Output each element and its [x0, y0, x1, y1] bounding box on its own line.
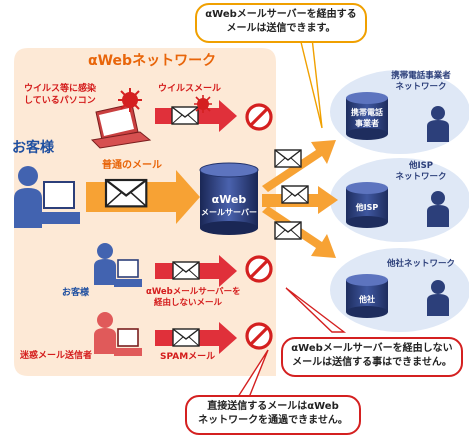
normal-mail-label: 普通のメール: [102, 160, 162, 171]
dest-isp-title-line1: 他ISP: [408, 161, 433, 171]
spammer-person-icon: [94, 312, 116, 354]
bottom-callout-line1: 直接送信するメールはαWeb: [207, 401, 339, 412]
mobile-carrier-person-icon: [427, 106, 449, 142]
blocked-spam-icon: [245, 322, 273, 350]
customer-main-label: お客様: [12, 140, 54, 156]
spammer-computer-icon: [114, 328, 142, 356]
mid-callout-line2: メールは送信する事はできません。: [292, 357, 452, 368]
spam-mail-envelope-icon: [172, 328, 200, 347]
blocked-virus-icon: [245, 103, 273, 131]
virus-mail-label: ウイルスメール: [158, 84, 222, 94]
top-callout-box: [195, 3, 367, 43]
infected-pc-label-line1: ウイルス等に感染: [24, 84, 97, 94]
callout-pointers: [234, 37, 347, 401]
dest-mobile-db-line2: 事業者: [355, 119, 379, 128]
infected-laptop-icon: [90, 103, 152, 149]
dest-isp-title-line2: ネットワーク: [395, 172, 447, 182]
dest-mobile-db-line1: 携帯電話: [351, 108, 383, 117]
server-name-line2: メールサーバー: [201, 208, 257, 217]
virus-mail-envelope-icon: [171, 106, 199, 125]
blocked-bypass-icon: [245, 255, 273, 283]
customer-small-label: お客様: [62, 288, 90, 298]
customer-computer-icon: [40, 181, 80, 224]
normal-mail-envelope-icon: [104, 178, 148, 208]
bypass-mail-label-line1: αWebメールサーバーを: [146, 287, 241, 297]
outgoing-envelope-mobile-icon: [274, 149, 302, 168]
top-callout-line1: αWebメールサーバーを経由する: [205, 9, 357, 20]
other-company-server-icon: [346, 274, 388, 318]
mid-callout-box: [281, 337, 463, 377]
dest-other-title: 他社ネットワーク: [386, 259, 455, 269]
mail-server-icon: [199, 162, 259, 235]
spammer-label: 迷惑メール送信者: [20, 351, 93, 361]
top-callout-line2: メールは送信できます。: [226, 23, 336, 34]
small-customer-computer-icon: [114, 259, 142, 287]
customer-person-icon: [14, 166, 42, 228]
dest-isp-db-label: 他ISP: [355, 203, 379, 212]
infected-pc-label-line2: しているパソコン: [24, 96, 96, 106]
small-customer-person-icon: [94, 243, 116, 285]
bypass-mail-label-line2: 経由しないメール: [154, 298, 223, 308]
network-title: αWebネットワーク: [88, 53, 217, 69]
mid-callout-line1: αWebメールサーバーを経由しない: [291, 343, 453, 354]
bottom-callout-line2: ネットワークを通過できません。: [198, 415, 348, 426]
dest-mobile-title-line1: 携帯電話事業者: [391, 71, 451, 81]
server-name-line1: αWeb: [211, 193, 247, 206]
virus-icon-small: [194, 95, 212, 113]
dest-other-db-label: 他社: [359, 295, 375, 304]
bottom-callout-box: [185, 395, 361, 435]
network-region-extension: [200, 300, 276, 376]
isp-person-icon: [427, 191, 449, 227]
bypass-mail-envelope-icon: [172, 261, 200, 280]
outgoing-envelope-isp-icon: [281, 185, 309, 204]
dest-mobile-title-line2: ネットワーク: [395, 82, 447, 92]
outgoing-envelope-other-icon: [274, 221, 302, 240]
other-company-person-icon: [427, 280, 449, 316]
virus-icon: [118, 88, 142, 112]
isp-server-icon: [346, 182, 388, 228]
spam-mail-label: SPAMメール: [160, 352, 216, 362]
mobile-carrier-server-icon: [346, 92, 388, 140]
